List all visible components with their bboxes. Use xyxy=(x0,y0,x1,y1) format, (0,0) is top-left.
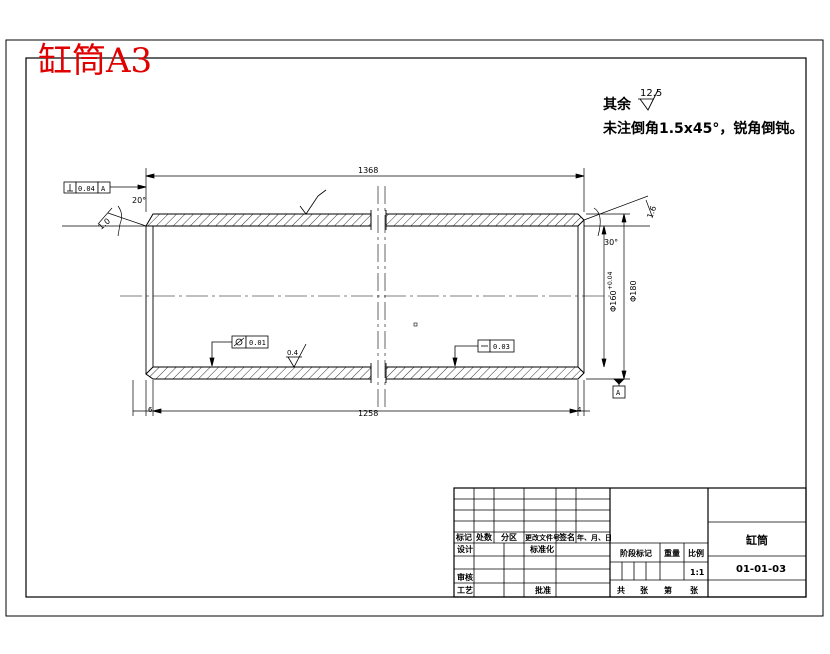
tb-standardize: 标准化 xyxy=(529,544,554,554)
datum-a-symbol xyxy=(612,378,626,399)
dim-left-offset-text: 6 xyxy=(148,406,153,414)
rev-header-count: 处数 xyxy=(475,532,493,542)
roughness-default-value: 12.5 xyxy=(640,88,662,99)
tb-sheets-total: 共 xyxy=(617,585,625,595)
title-block xyxy=(453,487,807,598)
small-marker xyxy=(413,322,418,327)
angle-left-text: 20° xyxy=(132,196,146,205)
tb-design: 设计 xyxy=(457,544,473,554)
tb-approve: 批准 xyxy=(535,585,551,595)
chamfer-left-text: 1.0 xyxy=(97,216,113,231)
rev-header-doc: 更改文件号 xyxy=(525,533,560,542)
right-angle-annotation xyxy=(583,195,653,237)
dim-outer-dia-text: Φ180 xyxy=(629,280,638,302)
bore-outline xyxy=(145,210,585,383)
note-other-prefix: 其余 xyxy=(603,96,632,113)
dim-top-length-text: 1368 xyxy=(358,166,378,175)
angle-right-text: 30° xyxy=(604,238,618,247)
straightness-value: 0.03 xyxy=(493,343,510,351)
perpendicularity-value: 0.04 xyxy=(78,185,95,193)
tb-process: 工艺 xyxy=(457,585,473,595)
tb-scale-label: 比例 xyxy=(688,548,704,558)
outer-frame xyxy=(5,39,824,617)
datum-a-label: A xyxy=(616,389,621,397)
tb-drawing-no: 01-01-03 xyxy=(736,564,786,575)
note-chamfer: 未注倒角1.5x45°，锐角倒钝。 xyxy=(603,120,803,137)
rev-header-sign: 签名 xyxy=(558,532,575,542)
bottom-wall-section xyxy=(145,366,585,380)
roughness-top-icon xyxy=(299,189,327,215)
tb-weight-label: 重量 xyxy=(664,548,680,558)
dim-diameters xyxy=(586,213,630,380)
left-angle-annotation xyxy=(62,205,147,237)
dim-bottom-length-text: 1258 xyxy=(358,409,378,418)
rev-header-mark: 标记 xyxy=(455,532,472,542)
inner-frame xyxy=(25,57,807,598)
dim-inner-dia-text: Φ160 xyxy=(609,290,618,312)
dim-inner-tol-text: +0.04 xyxy=(607,271,614,290)
tb-part-name: 缸筒 xyxy=(745,533,768,547)
rev-header-zone: 分区 xyxy=(501,532,517,542)
cylindricity-frame xyxy=(209,335,269,367)
tb-stage-label: 阶段标记 xyxy=(620,548,652,558)
tb-scale-value: 1:1 xyxy=(690,568,705,577)
drawing-title: 缸筒A3 xyxy=(38,41,152,81)
tb-check: 审核 xyxy=(457,572,473,582)
roughness-bore-icon xyxy=(286,343,307,368)
tb-sheets-unit1: 张 xyxy=(640,586,649,595)
dim-right-offset-text: 4 xyxy=(577,406,582,414)
tb-sheet-no: 第 xyxy=(664,585,672,595)
cylindricity-value: 0.01 xyxy=(249,339,266,347)
roughness-symbol-icon xyxy=(638,89,659,111)
dim-bottom-length xyxy=(132,380,590,416)
straightness-frame xyxy=(452,339,515,367)
roughness-bore-text: 0.4 xyxy=(287,349,299,357)
chamfer-right-text: 1.6 xyxy=(645,205,658,220)
perpendicularity-datum: A xyxy=(101,185,106,193)
rev-header-date: 年、月、日 xyxy=(577,533,612,542)
dim-top-length xyxy=(145,168,585,212)
top-wall-section xyxy=(145,213,585,227)
perpendicularity-frame xyxy=(63,181,147,194)
tb-sheets-unit2: 张 xyxy=(690,586,699,595)
